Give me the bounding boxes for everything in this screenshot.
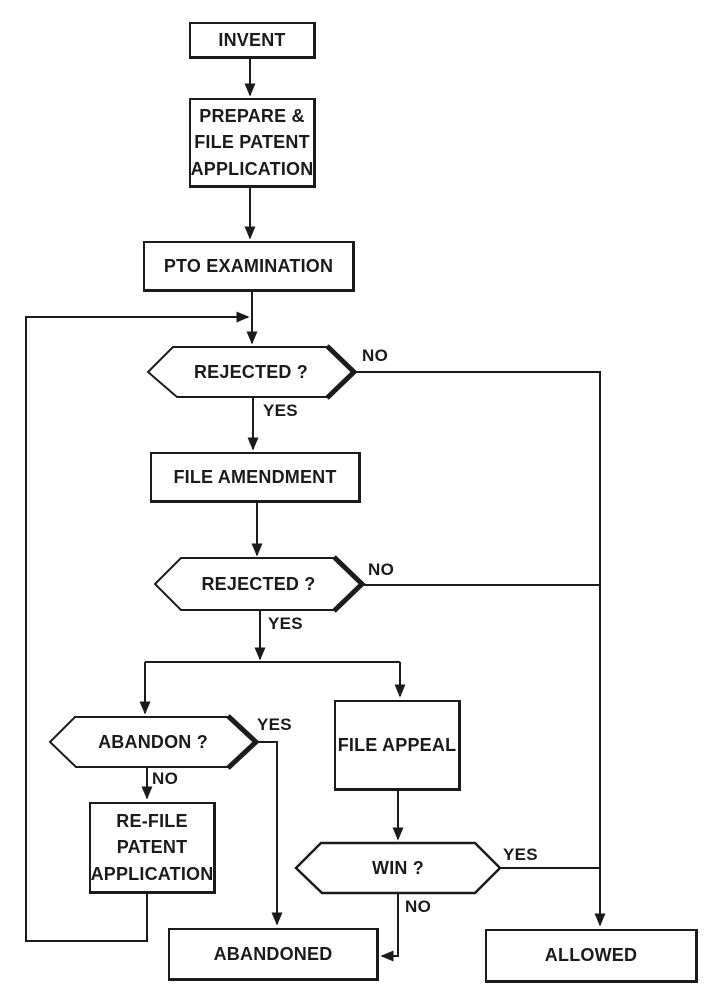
decision-shadow-rejected2 [332, 555, 366, 613]
node-abandoned-label: ABANDONED [213, 943, 333, 964]
node-allowed: ALLOWED [485, 929, 698, 983]
edge-win-abandoned [380, 893, 399, 962]
decision-shape-rejected1 [146, 346, 355, 398]
node-invent: INVENT [189, 22, 316, 59]
edge-abandon-abandoned [255, 741, 283, 926]
edge-refile-feedback [25, 311, 250, 942]
node-file-appeal-label: FILE APPEAL [337, 734, 457, 755]
edge-label-rejected2-no: NO [368, 560, 395, 579]
edge-label-abandon-no: NO [152, 769, 179, 788]
node-pto-label: PTO EXAMINATION [163, 255, 334, 276]
node-refile: RE-FILE PATENT APPLICATION [89, 802, 216, 894]
edge-label-win-yes: YES [503, 845, 538, 864]
edge-label-rejected2-yes: YES [268, 614, 303, 633]
edge-label-win-no: NO [405, 897, 432, 916]
node-file-amendment: FILE AMENDMENT [150, 452, 361, 503]
node-file-amendment-label: FILE AMENDMENT [173, 466, 337, 487]
node-abandoned: ABANDONED [168, 928, 379, 981]
node-allowed-label: ALLOWED [544, 945, 638, 966]
decision-shape-abandon [48, 716, 257, 768]
edge-label-rejected1-no: NO [362, 346, 389, 365]
edge-rejected1-allowed [353, 371, 606, 927]
node-refile-label: RE-FILE PATENT APPLICATION [90, 811, 214, 884]
node-pto-examination: PTO EXAMINATION [143, 241, 355, 292]
decision-shadow-abandon [226, 714, 260, 770]
edge-label-rejected1-yes: YES [263, 401, 298, 420]
decision-shadow-rejected1 [325, 344, 358, 400]
node-prepare-label: PREPARE & FILE PATENT APPLICATION [190, 106, 314, 179]
decision-shape-rejected2 [153, 557, 363, 611]
node-file-appeal: FILE APPEAL [334, 700, 461, 791]
decision-shape-win [294, 841, 502, 895]
edge-label-abandon-yes: YES [257, 715, 292, 734]
node-invent-label: INVENT [218, 29, 286, 50]
node-prepare: PREPARE & FILE PATENT APPLICATION [189, 98, 316, 188]
